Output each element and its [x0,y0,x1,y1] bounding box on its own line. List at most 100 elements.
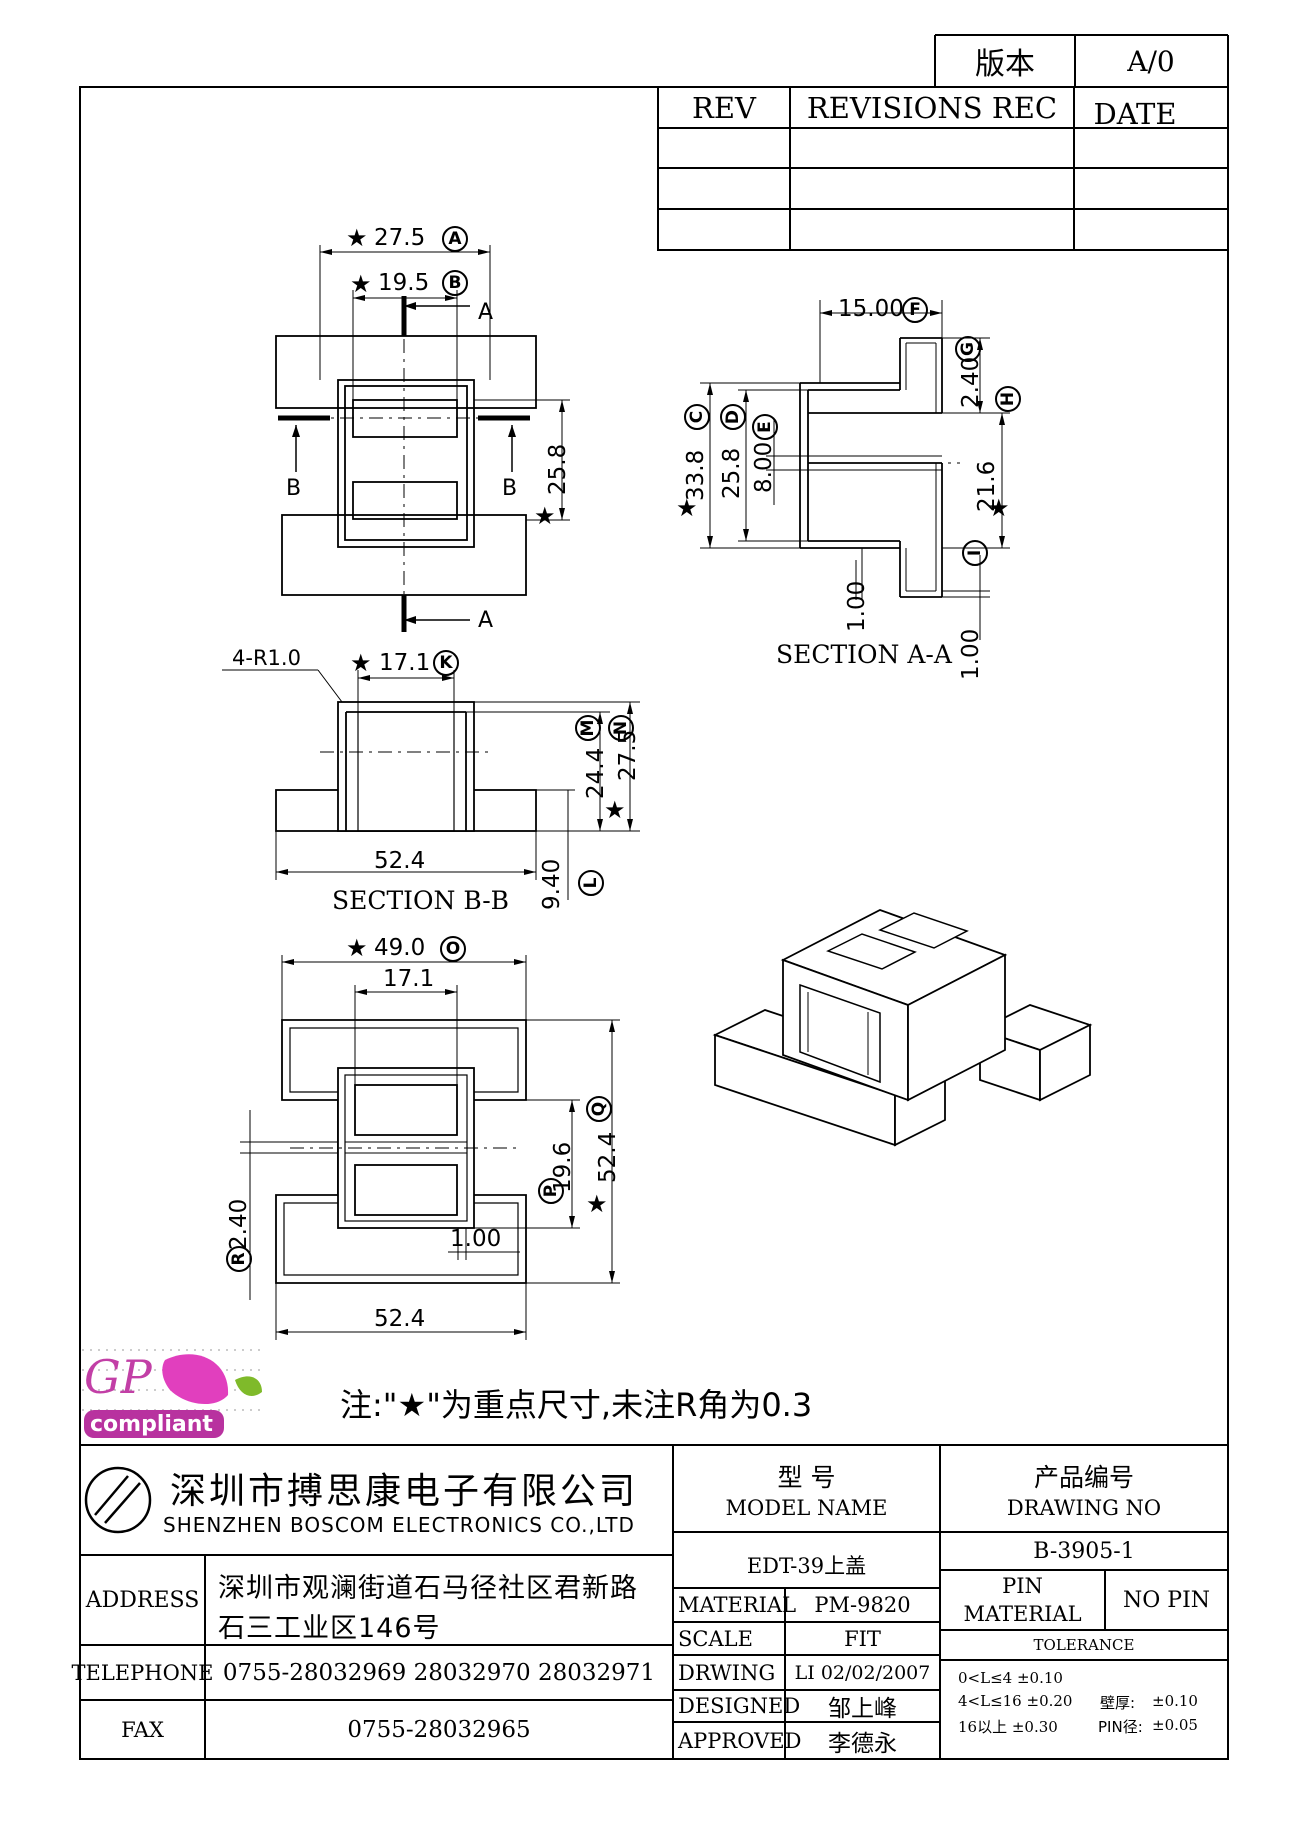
star-icon: ★ [604,796,626,824]
section-marker-b-left: B [286,476,302,501]
section-bb [275,701,537,832]
tolerance-range-2: 4<L≤16 ±0.20 [958,1692,1073,1710]
circled-ref: G [955,336,981,362]
section-aa [799,337,960,598]
circled-ref: H [995,386,1021,412]
circled-ref: I [962,540,988,566]
radius-callout: 4-R1.0 [232,646,301,670]
dim-17-1-bottom: 17.1 [383,966,435,992]
dim-25-8-top: 25.8 [545,443,571,495]
star-icon: ★ [346,224,368,252]
circled-ref: L [578,870,604,896]
designed-label: DESIGNED [678,1694,801,1718]
circled-ref: N [608,715,634,741]
top-view [275,310,537,610]
tolerance-label: TOLERANCE [1033,1636,1135,1654]
pin-material-value: NO PIN [1122,1588,1211,1613]
compliant-logo-text: compliant [90,1412,213,1437]
section-aa-label: SECTION A-A [776,640,952,669]
top-view-section-marks [278,296,530,632]
fax-label: FAX [121,1717,164,1742]
star-icon: ★ [350,649,372,677]
key-dimension-note: 注:"★"为重点尺寸,未注R角为0.3 [340,1386,813,1424]
dim-27-5: 27.5 [374,225,426,251]
drawing-no-value: B-3905-1 [1033,1538,1135,1564]
star-icon: ★ [346,934,368,962]
address-line-2: 石三工业区146号 [218,1613,441,1644]
circled-ref: P [538,1178,564,1204]
circled-ref: D [720,404,746,430]
dim-2-40-bottom: 2.40 [226,1198,252,1250]
dim-52-4-vertical: 52.4 [595,1131,621,1183]
rev-header: REV [692,91,756,125]
fax-value: 0755-28032965 [347,1716,531,1743]
gp-logo-text: GP [84,1350,152,1404]
star-icon: ★ [676,494,698,522]
dim-1-00-aa-a: 1.00 [844,580,870,632]
version-label: 版本 [975,47,1035,82]
circled-ref: R [226,1246,252,1272]
bottom-view-dimensions [240,955,620,1340]
designed-value: 邹上峰 [828,1696,897,1722]
isometric-view [712,909,1093,1147]
circled-ref: E [752,414,778,440]
drawing-no-cn: 产品编号 [1033,1463,1134,1492]
address-label: ADDRESS [85,1587,200,1613]
company-name-en: SHENZHEN BOSCOM ELECTRONICS CO.,LTD [163,1513,635,1537]
section-aa-dimensions [700,300,1010,640]
circled-ref: Q [586,1096,612,1122]
circled-ref: F [902,297,928,323]
drawing-label: DRWING [678,1660,776,1685]
circled-ref: M [575,715,601,741]
tolerance-range-3: 16以上 ±0.30 [958,1718,1058,1736]
version-value: A/0 [1127,44,1175,78]
drawing-value: LI 02/02/2007 [794,1661,931,1684]
wall-thickness-value: ±0.10 [1152,1692,1198,1710]
wall-thickness-label: 壁厚: [1100,1694,1136,1712]
circled-ref: B [442,270,468,296]
dim-49-0: 49.0 [374,935,426,961]
dim-25-8-aa: 25.8 [719,447,745,499]
gp-compliant-logo [82,1349,262,1438]
revisions-table [657,86,1229,251]
title-block [80,1444,1228,1759]
approved-value: 李德永 [828,1730,897,1757]
approved-label: APPROVED [678,1728,802,1753]
drawing-no-en: DRAWING NO [1006,1496,1162,1520]
pin-diameter-label: PIN径: [1098,1718,1143,1736]
section-marker-b-right: B [502,476,518,501]
dim-52-4-horizontal: 52.4 [374,1306,426,1332]
dim-1-00-bottom: 1.00 [450,1226,502,1252]
pin-material-label-2: MATERIAL [963,1602,1082,1626]
dim-15-00: 15.00 [838,296,904,322]
company-logo-icon [84,1466,152,1534]
star-icon: ★ [350,270,372,298]
dim-33-8: 33.8 [683,449,709,501]
section-marker-a-top: A [478,300,494,325]
bottom-view [275,1019,527,1284]
star-icon: ★ [534,502,556,530]
revisions-rec-header: REVISIONS REC [806,91,1058,125]
pin-material-label-1: PIN [1002,1574,1043,1598]
material-value: PM-9820 [814,1593,911,1617]
telephone-label: TELEPHONE [71,1660,214,1685]
date-header: DATE [1093,97,1177,131]
company-name-cn: 深圳市搏思康电子有限公司 [170,1471,639,1512]
model-name-value: EDT-39上盖 [746,1554,867,1578]
circled-ref: O [440,936,466,962]
sheet-border [79,86,1229,1760]
address-line-1: 深圳市观澜街道石马径社区君新路 [218,1573,638,1604]
section-bb-dimensions [222,669,640,900]
circled-ref: K [433,650,459,676]
pin-diameter-value: ±0.05 [1152,1716,1198,1734]
star-icon: ★ [586,1190,608,1218]
scale-label: SCALE [678,1626,753,1651]
version-box [934,34,1229,87]
section-marker-a-bottom: A [478,608,494,633]
circled-ref: A [442,226,468,252]
tolerance-range-1: 0<L≤4 ±0.10 [958,1669,1063,1687]
model-name-cn: 型 号 [777,1463,836,1492]
scale-value: FIT [844,1626,881,1651]
dim-52-4-bb: 52.4 [374,848,426,874]
